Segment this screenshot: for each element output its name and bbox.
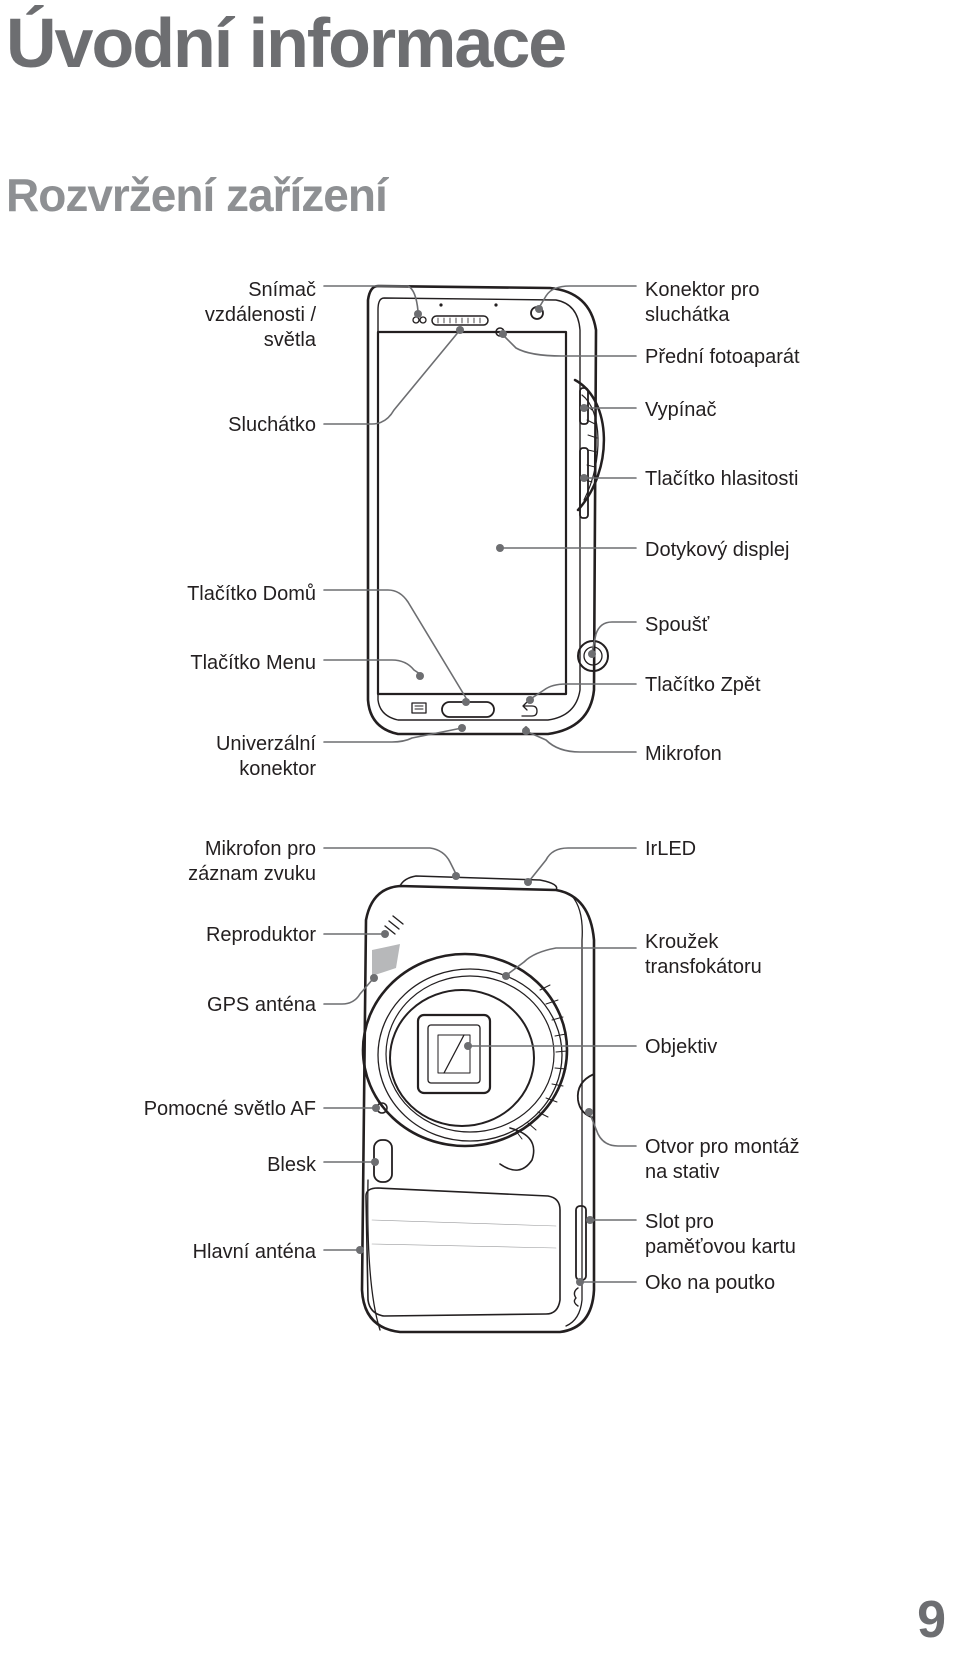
label-menu-button: Tlačítko Menu bbox=[190, 652, 316, 674]
label-front-camera: Přední fotoaparát bbox=[645, 346, 800, 368]
label-af-assist-light: Pomocné světlo AF bbox=[143, 1098, 316, 1120]
label-tripod-mount: Otvor pro montáž na stativ bbox=[645, 1136, 800, 1183]
front-device-illustration bbox=[366, 284, 609, 736]
label-lens: Objektiv bbox=[645, 1036, 718, 1058]
label-main-antenna: Hlavní anténa bbox=[192, 1241, 316, 1263]
page-title: Úvodní informace bbox=[6, 4, 567, 82]
label-proximity-sensor: Snímač vzdálenosti / světla bbox=[204, 279, 316, 351]
label-memory-card-slot: Slot pro paměťovou kartu bbox=[645, 1211, 796, 1258]
label-recording-mic: Mikrofon pro záznam zvuku bbox=[188, 838, 316, 885]
label-power-key: Vypínač bbox=[645, 399, 717, 421]
label-speaker: Reproduktor bbox=[205, 924, 316, 946]
label-strap-hole: Oko na poutko bbox=[645, 1272, 776, 1294]
label-home-button: Tlačítko Domů bbox=[187, 583, 316, 605]
label-back-button: Tlačítko Zpět bbox=[645, 674, 761, 696]
label-headset-jack: Konektor pro sluchátka bbox=[645, 279, 760, 326]
rear-leader-lines bbox=[323, 847, 637, 1286]
section-title: Rozvržení zařízení bbox=[6, 169, 388, 221]
label-zoom-ring: Kroužek transfokátoru bbox=[645, 931, 762, 978]
label-multipurpose-jack: Univerzální konektor bbox=[215, 733, 316, 780]
label-flash: Blesk bbox=[267, 1154, 316, 1176]
label-irled: IrLED bbox=[645, 838, 697, 860]
label-gps-antenna: GPS anténa bbox=[207, 994, 316, 1016]
label-volume-key: Tlačítko hlasitosti bbox=[645, 468, 799, 490]
front-leader-lines bbox=[323, 285, 637, 753]
rear-device-illustration bbox=[360, 875, 596, 1334]
label-touchscreen: Dotykový displej bbox=[645, 539, 790, 561]
label-shutter-key: Spoušť bbox=[645, 614, 710, 636]
label-earpiece: Sluchátko bbox=[228, 414, 316, 436]
page-number: 9 bbox=[917, 1591, 946, 1649]
label-microphone: Mikrofon bbox=[645, 743, 722, 765]
